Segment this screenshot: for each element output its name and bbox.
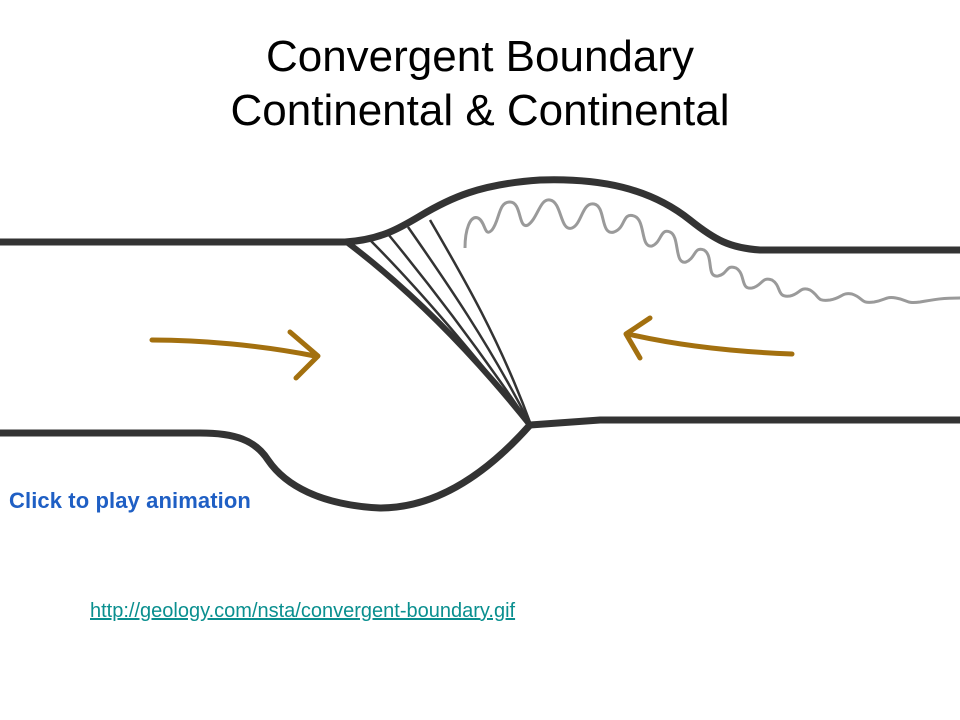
slide-title: Convergent Boundary Continental & Contin… bbox=[0, 30, 960, 138]
source-link[interactable]: http://geology.com/nsta/convergent-bound… bbox=[90, 600, 516, 622]
fault-line bbox=[406, 226, 532, 425]
right-plate-bottom bbox=[526, 416, 960, 429]
plate-motion-arrow-left bbox=[625, 331, 795, 357]
fold-line bbox=[463, 198, 960, 304]
fault-line bbox=[387, 233, 531, 424]
fault-line bbox=[369, 239, 529, 423]
fault-line bbox=[428, 219, 533, 426]
title-line-2: Continental & Continental bbox=[230, 86, 730, 135]
play-animation-button[interactable]: Click to play animation bbox=[9, 488, 251, 513]
left-plate-top bbox=[0, 176, 960, 254]
arrow-head-right bbox=[287, 329, 321, 381]
arrow-head-left bbox=[623, 315, 653, 361]
plate-motion-arrow-right bbox=[149, 337, 318, 359]
left-plate-bottom bbox=[0, 421, 534, 512]
boundary-diagram bbox=[0, 176, 960, 512]
title-line-1: Convergent Boundary bbox=[265, 32, 695, 81]
convergent-boundary-figure[interactable] bbox=[0, 170, 960, 515]
